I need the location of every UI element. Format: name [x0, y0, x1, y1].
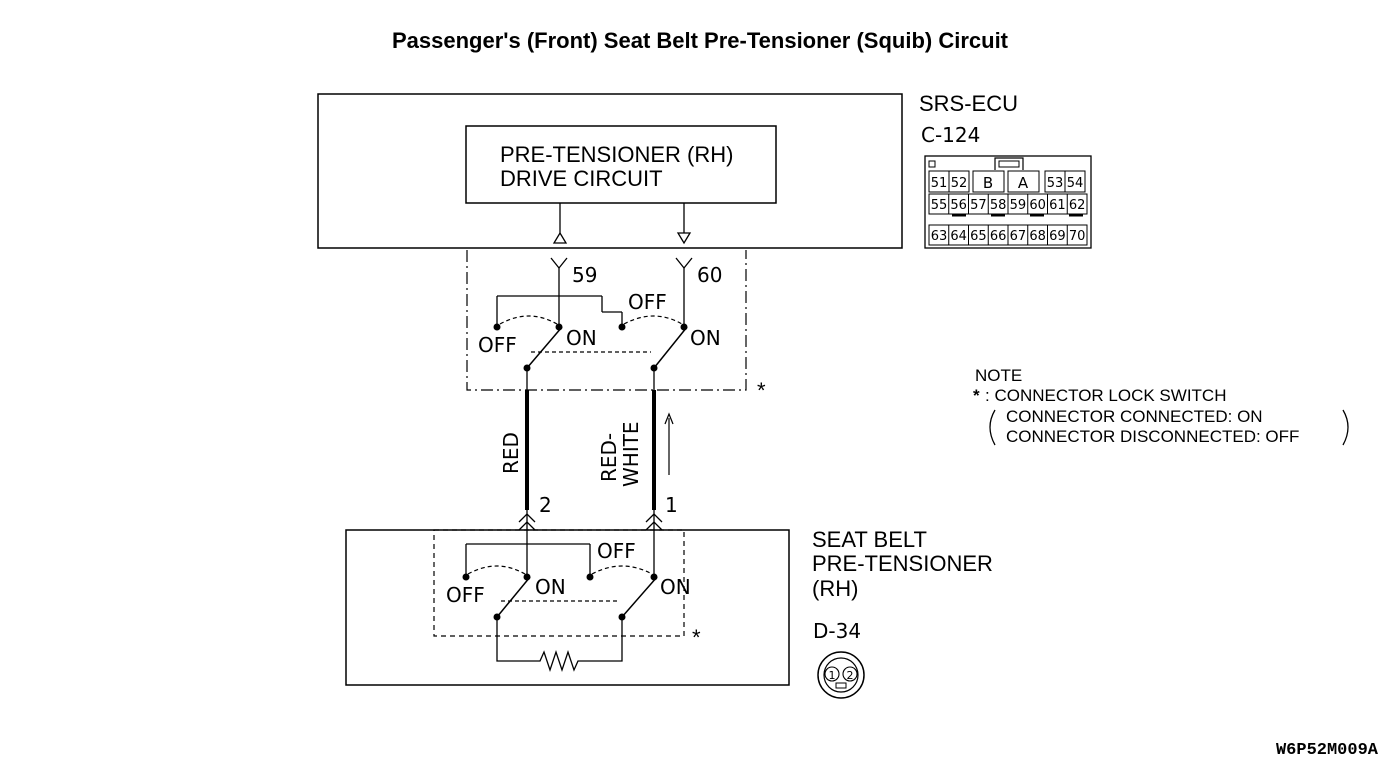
pin-label: 2	[847, 669, 854, 682]
pin-label: 52	[951, 176, 968, 191]
pin-label: 58	[990, 198, 1007, 213]
pin-label: 59	[1010, 198, 1027, 213]
switch-on-label: ON	[535, 575, 566, 599]
pin-label: 67	[1010, 229, 1027, 244]
pin-label: 69	[1049, 229, 1066, 244]
pin-60-terminal	[675, 257, 693, 270]
pin-label: 65	[970, 229, 987, 244]
wire-color-red-white-2: WHITE	[619, 421, 643, 487]
note-bracket-left	[989, 409, 996, 446]
pin-label: 63	[931, 229, 948, 244]
pretensioner-name-3: (RH)	[812, 576, 858, 601]
drive-circuit-label-1: PRE-TENSIONER (RH)	[500, 142, 733, 167]
output-arrow-up	[552, 231, 568, 244]
pin-label: 62	[1069, 198, 1086, 213]
ecu-name: SRS-ECU	[919, 91, 1018, 116]
pin-label: 57	[970, 198, 987, 213]
pretensioner-box	[345, 529, 790, 686]
switch-on-label: ON	[690, 326, 721, 350]
pin-label: 51	[931, 176, 948, 191]
note-line-3: CONNECTOR DISCONNECTED: OFF	[1006, 427, 1299, 446]
note-bracket-right	[1342, 409, 1349, 446]
pin-label: A	[1018, 174, 1029, 192]
pretensioner-name-1: SEAT BELT	[812, 527, 927, 552]
squib-resistor	[496, 617, 623, 673]
switch-off-label: OFF	[478, 333, 517, 357]
pretensioner-pin-1-label: 1	[665, 493, 678, 517]
pin-label: 1	[829, 669, 836, 682]
pin-59-label: 59	[572, 263, 597, 287]
pin-label: 68	[1029, 229, 1046, 244]
wire-color-red: RED	[499, 432, 523, 474]
switch-off-label: OFF	[628, 290, 667, 314]
pin-label: 61	[1049, 198, 1066, 213]
note-line-2: CONNECTOR CONNECTED: ON	[1006, 407, 1263, 426]
ecu-lock-switch-boundary	[466, 250, 747, 391]
pin-label: 66	[990, 229, 1007, 244]
pin-label: 55	[931, 198, 948, 213]
pin-label: 60	[1029, 198, 1046, 213]
switch-off-label: OFF	[597, 539, 636, 563]
drive-circuit-label-2: DRIVE CIRCUIT	[500, 166, 663, 191]
pin-label: B	[983, 174, 993, 192]
note-line-1: : CONNECTOR LOCK SWITCH	[985, 386, 1226, 405]
c124-connector-face: 51 52 B A 53 54 55 56 57 58 59 60 61 62	[924, 155, 1092, 249]
wire-color-red-white-1: RED-	[597, 433, 621, 482]
switch-on-label: ON	[660, 575, 691, 599]
pretensioner-connector-id: D-34	[813, 619, 861, 643]
asterisk-mark: *	[757, 378, 766, 403]
pretensioner-pin-2-label: 2	[539, 493, 552, 517]
d34-terminals	[518, 510, 663, 531]
d34-connector-face: 1 2	[817, 651, 865, 699]
pin-label: 64	[950, 229, 967, 244]
switch-off-label: OFF	[446, 583, 485, 607]
pin-label: 53	[1047, 176, 1064, 191]
pretensioner-lock-switch-boundary	[433, 529, 685, 637]
asterisk-mark: *	[973, 386, 980, 405]
pin-label: 54	[1067, 176, 1084, 191]
note-heading: NOTE	[975, 366, 1022, 385]
switch-on-label: ON	[566, 326, 597, 350]
pin-label: 70	[1069, 229, 1086, 244]
pin-59-terminal	[550, 257, 568, 270]
drive-circuit-box	[465, 125, 777, 204]
asterisk-mark: *	[692, 625, 701, 650]
pin-60-label: 60	[697, 263, 722, 287]
figure-code: W6P52M009A	[1276, 741, 1379, 760]
diagram-title: Passenger's (Front) Seat Belt Pre-Tensio…	[392, 28, 1009, 53]
pin-label: 56	[950, 198, 967, 213]
pretensioner-name-2: PRE-TENSIONER	[812, 551, 993, 576]
ecu-connector-id: C-124	[921, 123, 980, 147]
srs-ecu-box	[317, 93, 903, 249]
output-arrow-down	[676, 232, 692, 245]
